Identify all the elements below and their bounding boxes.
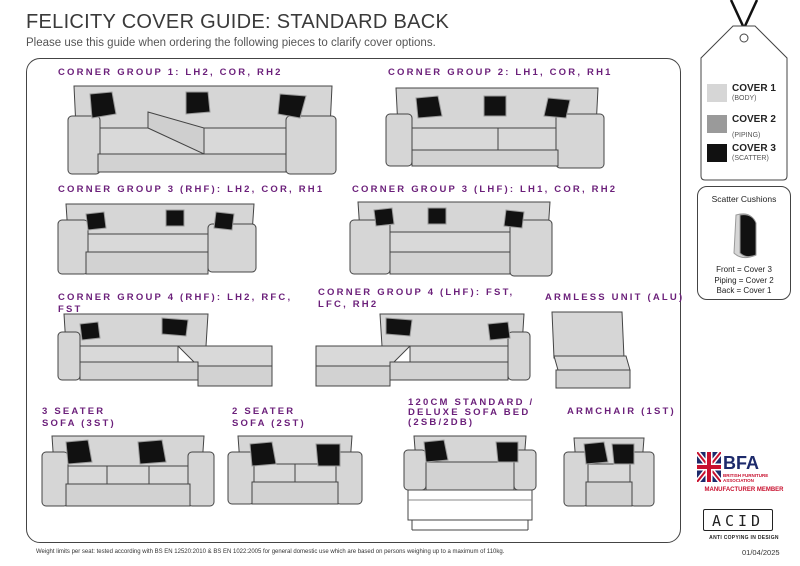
scatter-piping: Piping = Cover 2 <box>714 275 774 285</box>
cover-1-sub: (BODY) <box>732 95 757 102</box>
corner-group-1-illustration <box>67 85 337 175</box>
bfa-logo: BFA BRITISH FURNITURE ASSOCIATION MANUFA… <box>697 450 791 496</box>
legend-cover-2: COVER 2 (PIPING) <box>707 114 787 139</box>
armchair-illustration <box>563 437 655 507</box>
label-corner-group-4-rhf: CORNER GROUP 4 (RHF): LH2, RFC, FST <box>58 292 293 315</box>
cover-1-label: COVER 1 <box>732 83 776 94</box>
issue-date: 01/04/2025 <box>742 548 780 557</box>
label-corner-group-3-rhf: CORNER GROUP 3 (RHF): LH2, COR, RH1 <box>58 184 325 195</box>
product-frame <box>26 58 681 543</box>
acid-logo: ACID ANTI COPYING IN DESIGN <box>697 509 791 543</box>
label-corner-group-1: CORNER GROUP 1: LH2, COR, RH2 <box>58 67 283 78</box>
cover-2-label: COVER 2 <box>732 114 776 125</box>
scatter-back: Back = Cover 1 <box>716 286 772 295</box>
corner-group-4-lhf-illustration <box>315 313 531 387</box>
scatter-title: Scatter Cushions <box>711 194 777 204</box>
union-flag-icon <box>697 452 721 482</box>
cover-3-swatch <box>707 144 727 162</box>
scatter-cushion-icon <box>733 213 757 259</box>
3-seater-sofa-illustration <box>41 435 215 507</box>
cover-2-swatch <box>707 115 727 133</box>
cover-1-swatch <box>707 84 727 102</box>
bfa-name: BFA <box>723 453 759 473</box>
bfa-member: MANUFACTURER MEMBER <box>704 487 784 493</box>
page-subtitle: Please use this guide when ordering the … <box>26 37 436 49</box>
legend-cover-3: COVER 3 (SCATTER) <box>707 143 787 166</box>
acid-name: ACID <box>711 512 765 530</box>
label-sofa-bed: 120CM STANDARD / DELUXE SOFA BED (2SB/2D… <box>408 397 535 428</box>
bfa-full-2: ASSOCIATION <box>723 478 754 483</box>
cover-tag-illustration <box>700 0 788 181</box>
corner-group-3-rhf-illustration <box>57 203 257 275</box>
label-corner-group-2: CORNER GROUP 2: LH1, COR, RH1 <box>388 67 613 78</box>
2-seater-sofa-illustration <box>227 435 363 505</box>
cover-2-sub: (PIPING) <box>732 132 761 139</box>
cover-3-sub: (SCATTER) <box>732 155 769 162</box>
label-corner-group-3-lhf: CORNER GROUP 3 (LHF): LH1, COR, RH2 <box>352 184 618 195</box>
legend-cover-1: COVER 1 (BODY) <box>707 83 787 106</box>
corner-group-3-lhf-illustration <box>349 201 553 277</box>
label-2-seater: 2 SEATER SOFA (2ST) <box>232 406 306 429</box>
bfa-full: BRITISH FURNITURE ASSOCIATION <box>723 473 768 483</box>
label-3-seater: 3 SEATER SOFA (3ST) <box>42 406 116 429</box>
acid-sub: ANTI COPYING IN DESIGN <box>709 535 779 541</box>
label-armchair: ARMCHAIR (1ST) <box>567 406 676 417</box>
footer-note: Weight limits per seat: tested according… <box>36 549 505 555</box>
scatter-front: Front = Cover 3 <box>716 265 772 274</box>
cover-3-label: COVER 3 <box>732 143 776 154</box>
scatter-notes: Front = Cover 3 Piping = Cover 2 Back = … <box>698 265 790 297</box>
bfa-full-1: BRITISH FURNITURE <box>723 473 769 478</box>
corner-group-2-illustration <box>385 87 605 169</box>
acid-box: ACID <box>703 509 773 531</box>
label-armless-unit: ARMLESS UNIT (ALU) <box>545 292 685 303</box>
sofa-bed-illustration <box>403 435 537 531</box>
corner-group-4-rhf-illustration <box>57 313 273 387</box>
page-title: FELICITY COVER GUIDE: STANDARD BACK <box>26 11 450 33</box>
label-corner-group-4-lhf: CORNER GROUP 4 (LHF): FST, LFC, RH2 <box>318 287 515 310</box>
armless-unit-illustration <box>551 311 631 389</box>
scatter-cushion-box: Scatter Cushions Front = Cover 3 Piping … <box>697 186 791 300</box>
